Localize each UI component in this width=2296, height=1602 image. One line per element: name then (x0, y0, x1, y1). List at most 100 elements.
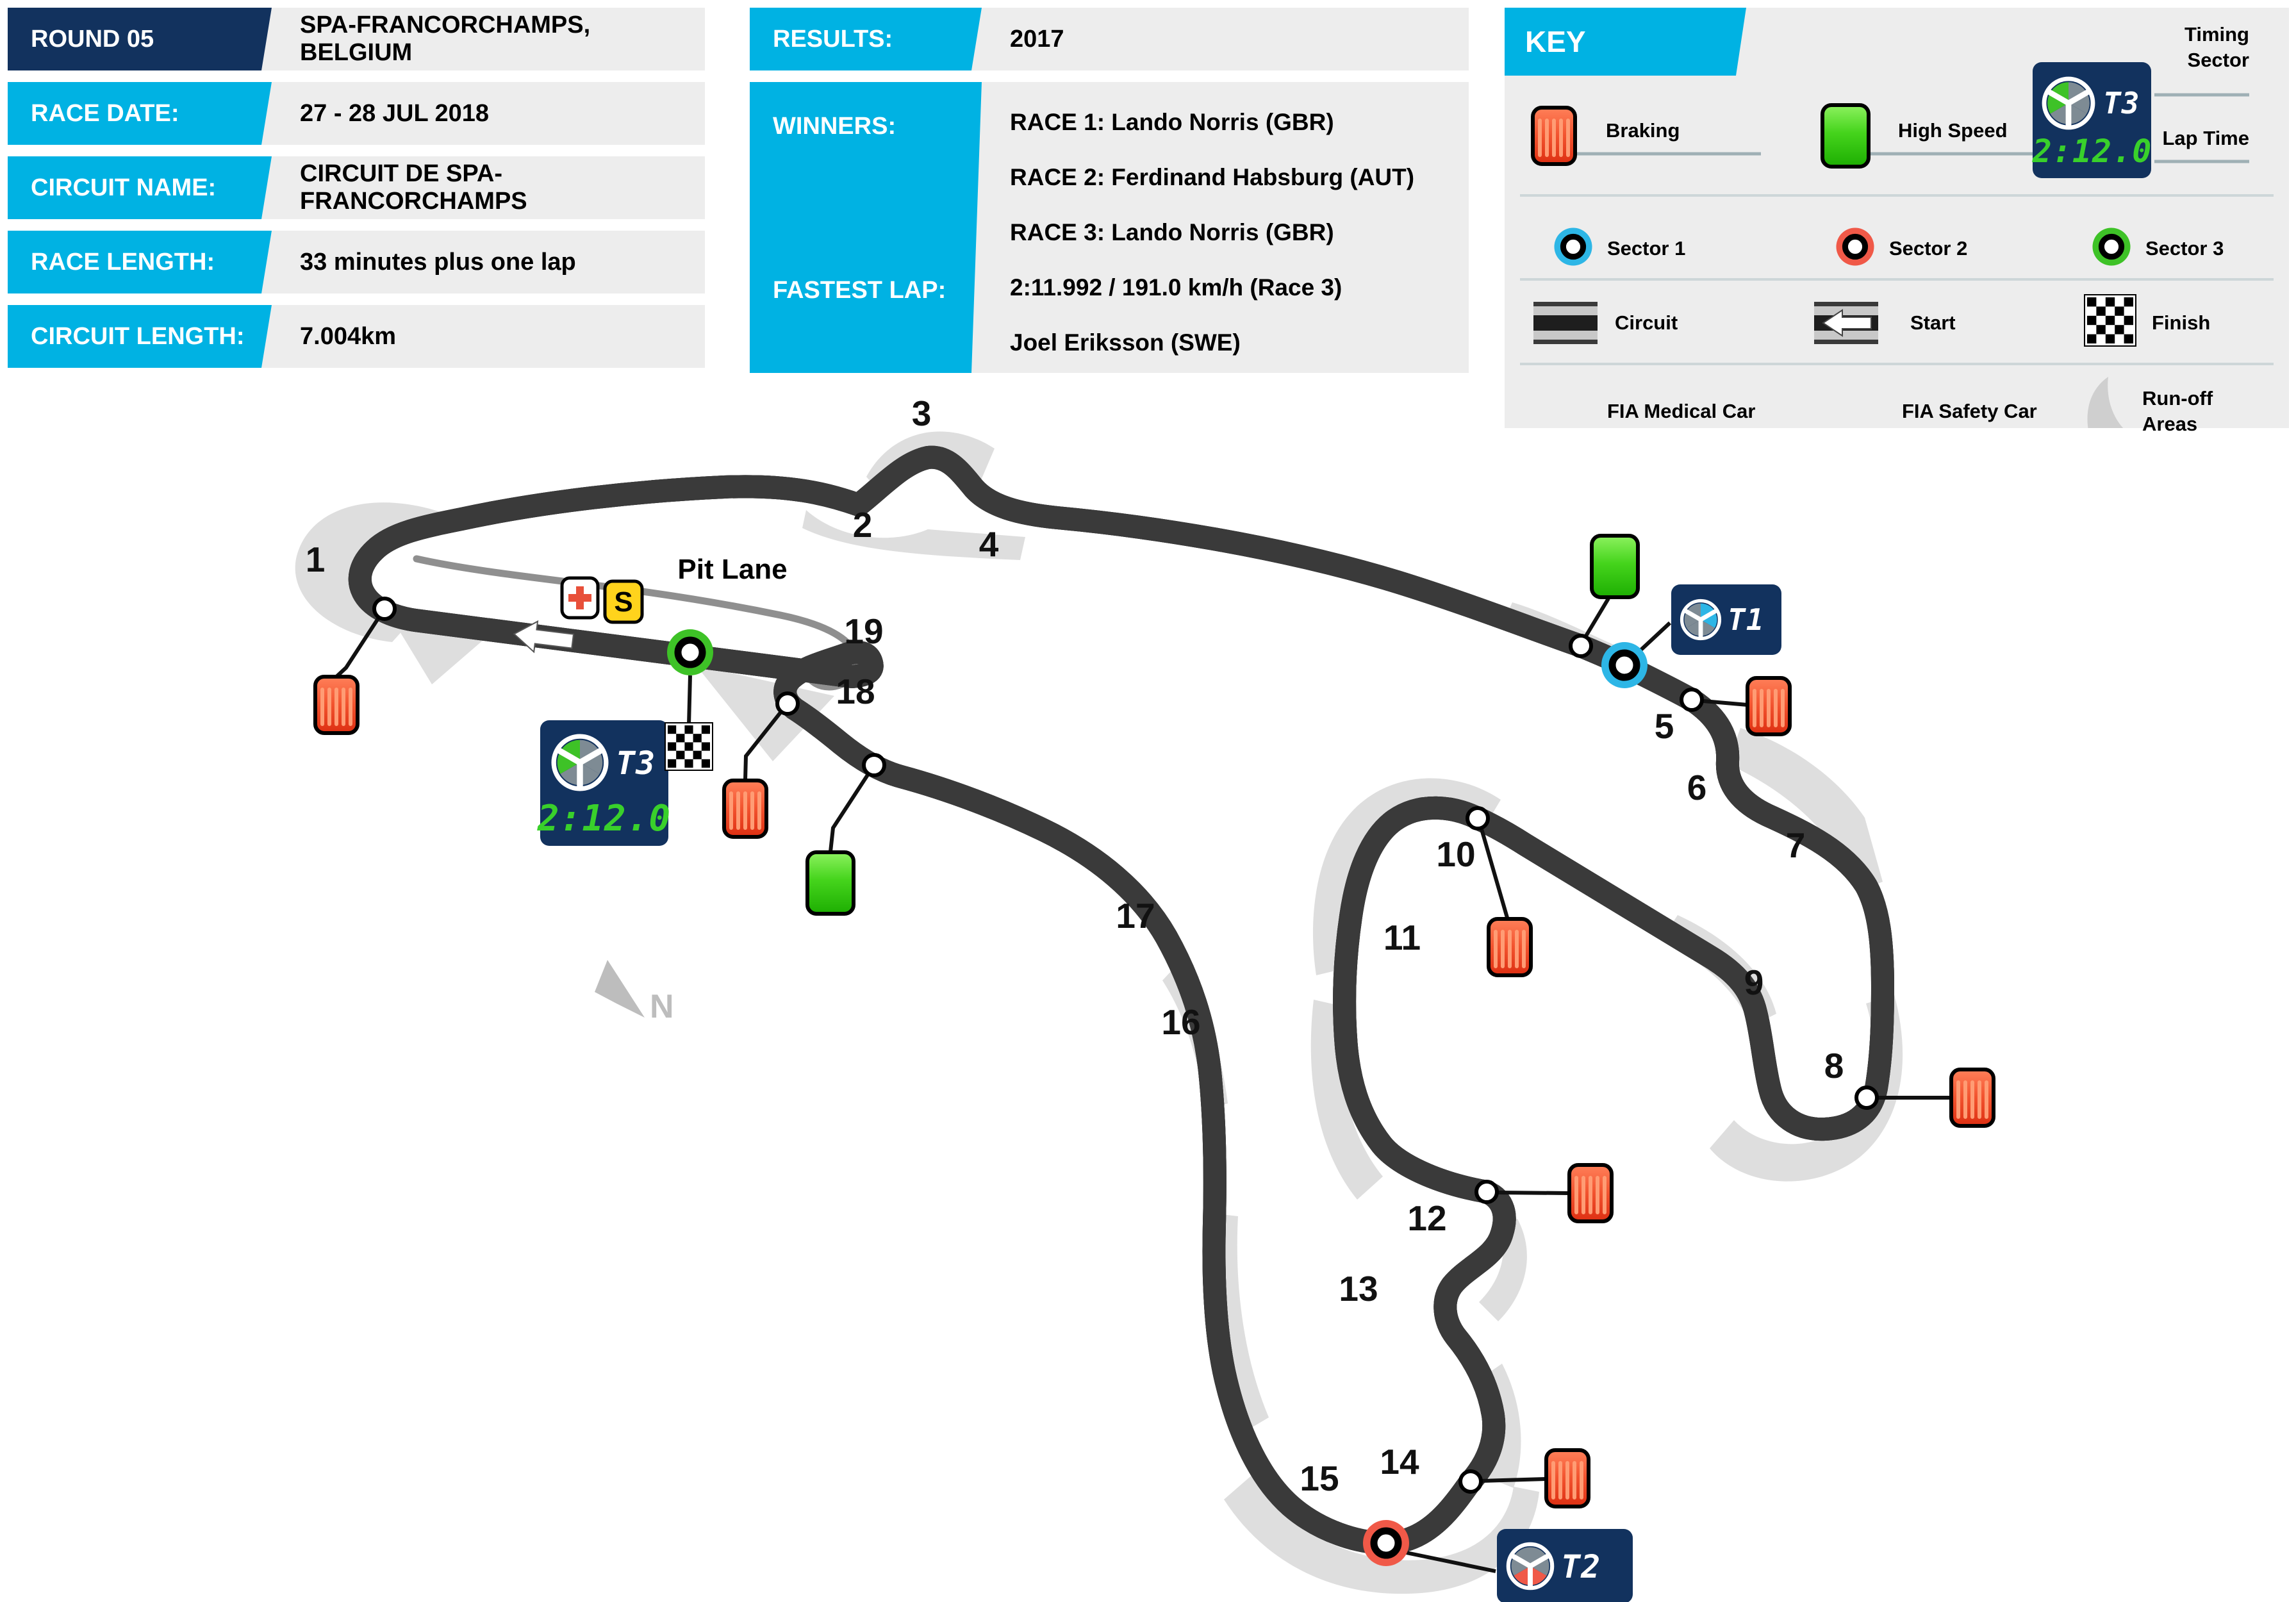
flag-cell (701, 725, 710, 734)
table-row: RACE DATE: 27 - 28 JUL 2018 (8, 82, 705, 145)
fia-safety-car-icon: S (603, 579, 644, 624)
winners-label: WINNERS: (773, 113, 896, 140)
flag-cell (668, 759, 677, 768)
row-value: 7.004km (300, 322, 397, 350)
high-speed-box (1821, 103, 1871, 169)
run-off-label: Run-off Areas (2142, 387, 2213, 435)
wheel-spoke (1683, 609, 1703, 622)
track-node (1474, 1180, 1499, 1204)
braking-marker (1487, 917, 1533, 977)
row-label: RACE DATE: (8, 82, 272, 145)
flag-cell (693, 750, 702, 759)
table-row: CIRCUIT LENGTH: 7.004km (8, 305, 705, 368)
wheel-spoke (2047, 89, 2072, 106)
connector-line (1396, 1549, 1496, 1573)
corner-number: 13 (1339, 1269, 1378, 1309)
high-speed-marker (1821, 103, 1871, 169)
timing-board: T2 (1497, 1529, 1633, 1602)
winner-line: RACE 2: Ferdinand Habsburg (AUT) (1010, 164, 1415, 190)
wheel-spoke (577, 747, 604, 766)
run-off-areas (295, 431, 1903, 1594)
braking-marker (1567, 1163, 1614, 1223)
flag-cell (2124, 315, 2133, 326)
finish-flag-icon (2084, 294, 2136, 347)
row-value: 27 - 28 JUL 2018 (300, 99, 490, 127)
sector-ring-inner (1370, 1527, 1402, 1559)
high-speed-box (1590, 534, 1640, 599)
wheel-rim (551, 734, 609, 791)
circuit-icon (1533, 302, 1598, 344)
track-node (1680, 688, 1704, 712)
braking-marker (1746, 676, 1792, 736)
timing-board: T1 (1671, 584, 1781, 655)
start-arrow (513, 620, 575, 654)
flag-cell (701, 742, 710, 751)
lap-time-text: 2:12.0 (537, 798, 671, 839)
sector-ring-inner (1842, 233, 1869, 260)
sector-marker (1554, 227, 1592, 266)
connector-line (687, 675, 692, 725)
corner-number: 8 (1824, 1046, 1844, 1086)
timing-sector-text: T2 (1561, 1548, 1601, 1585)
track-node (1854, 1086, 1879, 1110)
flag-cell (668, 725, 677, 734)
table-row: ROUND 05 SPA-FRANCORCHAMPS, BELGIUM (8, 8, 705, 70)
corner-number: 11 (1383, 918, 1421, 957)
flag-cell (2124, 334, 2133, 343)
corner-number: 10 (1436, 834, 1475, 874)
safety-box (603, 579, 644, 624)
medical-cross (568, 594, 591, 602)
sector-marker (1363, 1520, 1409, 1566)
high-speed-marker (805, 850, 855, 916)
flag-cell (684, 759, 693, 768)
results-body: WINNERS: FASTEST LAP: RACE 1: Lando Norr… (750, 82, 1469, 373)
sector-marker (2092, 227, 2131, 266)
compass-label: N (650, 988, 674, 1025)
row-label: RACE LENGTH: (8, 231, 272, 293)
results-header-label: RESULTS: (750, 8, 982, 70)
corner-number: 4 (979, 524, 999, 564)
circuit-track (360, 458, 1894, 1555)
sector-ring-inner (2098, 233, 2125, 260)
wheel-rim (1680, 599, 1722, 641)
circuit-label: Circuit (1615, 311, 1678, 334)
flag-cell (2096, 306, 2106, 316)
high-speed-marker (1590, 534, 1640, 599)
flag-cell (2124, 297, 2133, 307)
table-row: CIRCUIT NAME: CIRCUIT DE SPA-FRANCORCHAM… (8, 156, 705, 219)
fia-medical-car-icon (560, 576, 600, 620)
braking-marker (1544, 1448, 1590, 1508)
row-value: SPA-FRANCORCHAMPS, BELGIUM (300, 12, 591, 66)
results-year: 2017 (1010, 25, 1064, 53)
medical-car-label: FIA Medical Car (1607, 400, 1756, 422)
sector2-label: Sector 2 (1889, 237, 1968, 260)
key-icons: T32:12.0 (1520, 62, 2274, 428)
corner-number: 12 (1407, 1198, 1446, 1238)
flag-cell (2105, 334, 2115, 343)
sector-marker (1601, 642, 1648, 688)
corner-number: 15 (1300, 1458, 1339, 1498)
winner-line: RACE 3: Lando Norris (GBR) (1010, 219, 1334, 245)
sector-marker (1836, 227, 1874, 266)
track-node (372, 597, 397, 621)
winner-line: RACE 1: Lando Norris (GBR) (1010, 109, 1334, 135)
flag-cell (2087, 334, 2097, 343)
flag-cell (684, 742, 693, 751)
start-arrow-icon (513, 620, 575, 654)
track-node (1569, 634, 1593, 658)
sector-ring-inner (674, 636, 706, 668)
braking-marker (313, 675, 359, 735)
track-node (1466, 806, 1490, 830)
track-node (862, 753, 886, 777)
finish-label: Finish (2152, 311, 2211, 334)
flag-cell (2096, 325, 2106, 334)
timing-sector-text: T3 (616, 745, 656, 782)
flag-cell (2105, 297, 2115, 307)
wheel-rim (1506, 1542, 1555, 1590)
fastest-lap-driver: Joel Eriksson (SWE) (1010, 329, 1241, 356)
finish-flag-icon (665, 722, 713, 771)
braking-marker (1949, 1068, 1995, 1128)
track-node (1458, 1469, 1483, 1494)
